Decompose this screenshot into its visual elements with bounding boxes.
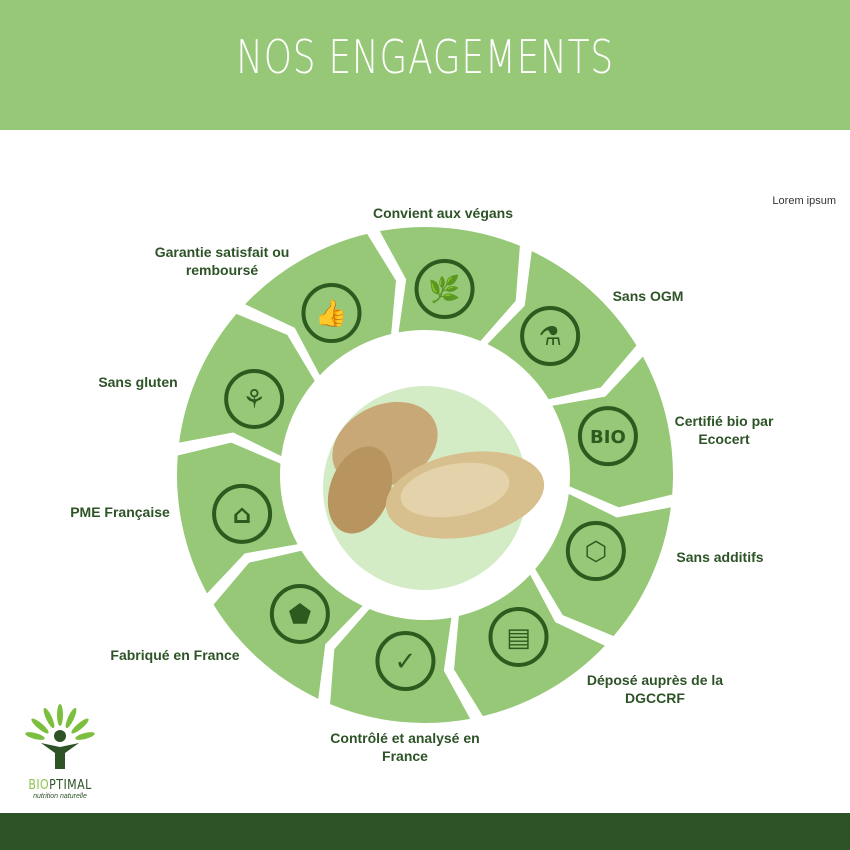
brand-tagline: nutrition naturelle (33, 793, 87, 800)
engagement-segment (213, 550, 363, 699)
france-map-icon (269, 583, 330, 644)
engagement-label: Déposé auprès de la DGCCRF (586, 672, 724, 706)
engagement-segment (179, 313, 315, 457)
thumbs-up-icon-glyph: 👍 (315, 298, 347, 329)
france-map-icon-glyph: ⬟ (289, 600, 312, 630)
no-additives-molecule-icon (565, 521, 626, 582)
no-additives-molecule-icon-glyph: ⬡ (584, 537, 607, 567)
house-icon (212, 483, 273, 544)
engagement-label: Sans additifs (676, 549, 764, 565)
brand-name: BIOPTIMAL (28, 778, 92, 793)
engagement-label: Sans gluten (98, 374, 178, 390)
engagement-segment (176, 442, 298, 594)
bioptimal-logo: BIOPTIMAL nutrition naturelle (20, 703, 100, 800)
no-gluten-wheat-icon (224, 368, 285, 429)
engagement-segment (487, 251, 637, 400)
leaves-icon (414, 259, 475, 320)
clipboard-check-icon-glyph: ✓ (395, 647, 417, 677)
engagement-label: Sans OGM (612, 288, 684, 304)
page-title: NOS ENGAGEMENTS (236, 30, 614, 84)
maca-root-image (327, 401, 545, 539)
engagement-label: Contrôlé et analysé en France (330, 730, 480, 764)
engagement-segment (535, 493, 671, 637)
house-icon-glyph: ⌂ (233, 500, 252, 530)
leaves-icon-glyph: 🌿 (428, 274, 460, 305)
thumbs-up-icon (301, 283, 362, 344)
no-gmo-flask-icon (520, 306, 581, 367)
clipboard-check-icon (375, 630, 436, 691)
no-gluten-wheat-icon-glyph: ⚘ (243, 385, 266, 415)
engagement-label: Garantie satisfait ou remboursé (154, 244, 290, 278)
bio-icon (577, 406, 638, 467)
engagement-label: Certifié bio par Ecocert (674, 413, 774, 447)
engagement-label: PME Française (70, 504, 170, 520)
engagement-label: Convient aux végans (372, 205, 514, 221)
bio-icon-glyph: BIO (590, 427, 626, 448)
engagement-segment (379, 227, 520, 342)
engagement-segment (454, 574, 605, 717)
engagement-segment (330, 608, 471, 723)
lorem-note: Lorem ipsum (772, 195, 836, 207)
engagement-label: Fabriqué en France (110, 647, 240, 663)
engagement-segment (552, 356, 673, 508)
header-band (0, 0, 850, 130)
certificate-icon-glyph: ▤ (506, 623, 531, 653)
engagement-segment (245, 233, 396, 376)
tree-logo-icon (25, 704, 95, 769)
no-gmo-flask-icon-glyph: ⚗ (538, 322, 561, 352)
footer-band (0, 813, 850, 850)
certificate-icon (488, 606, 549, 667)
